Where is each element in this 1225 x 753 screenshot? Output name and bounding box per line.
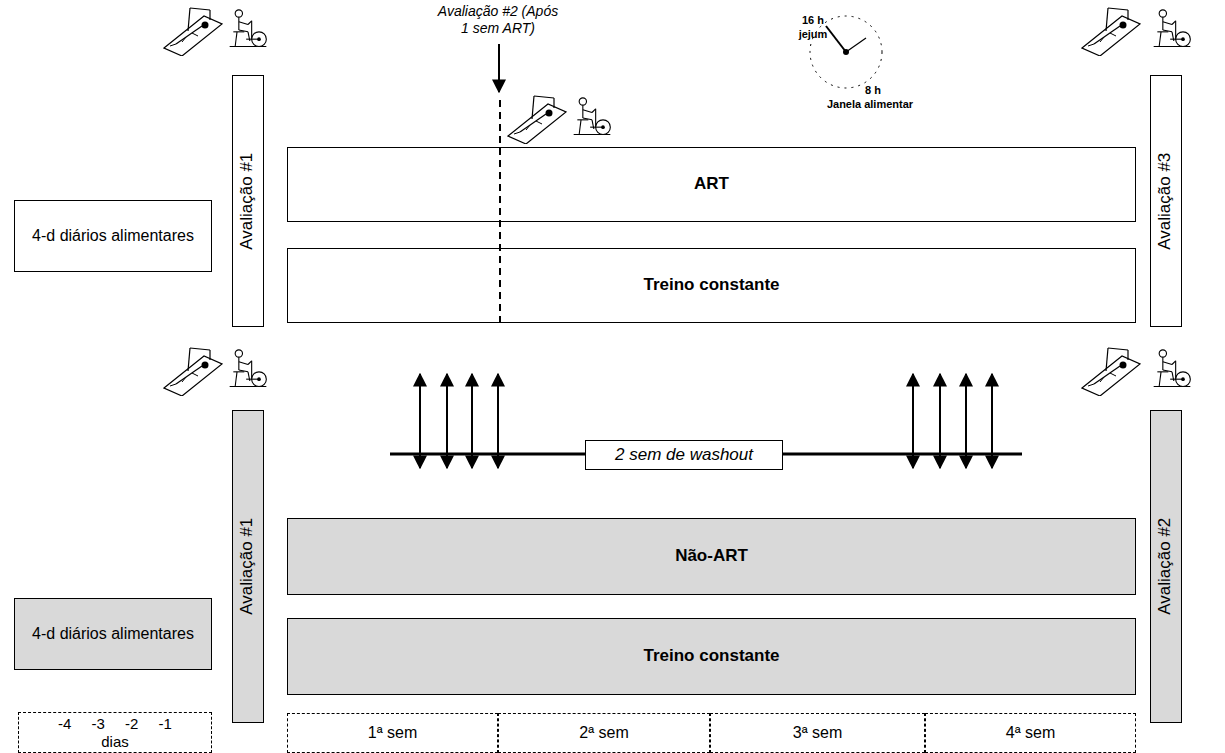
node-text: dias <box>101 733 129 751</box>
week-box: 3ª sem <box>710 713 925 753</box>
node-text: 1ª sem <box>368 723 418 742</box>
clock-label: 8 h <box>858 84 888 97</box>
training-box: Treino constante <box>287 618 1136 695</box>
node-text: Treino constante <box>643 275 779 295</box>
assessment-bar: Avaliação #1 <box>232 410 264 723</box>
node-text: -4 -3 -2 -1 <box>58 715 172 733</box>
node-text: 4ª sem <box>1006 723 1056 742</box>
node-text: Avaliação #1 <box>238 518 258 615</box>
washout-box: 2 sem de washout <box>585 440 783 470</box>
node-text: Avaliação #1 <box>238 152 258 249</box>
training-box: Treino constante <box>287 248 1136 323</box>
diary-box: 4-d diários alimentares <box>14 200 212 272</box>
node-text: Não-ART <box>675 546 748 566</box>
assessment-bar: Avaliação #2 <box>1150 410 1182 723</box>
week-box: 4ª sem <box>925 713 1136 753</box>
node-text: 4-d diários alimentares <box>32 624 194 643</box>
node-text: 2ª sem <box>579 723 629 742</box>
week-box: 2ª sem <box>498 713 710 753</box>
assessment-bar: Avaliação #3 <box>1150 75 1182 327</box>
clock-label: jejum <box>793 28 833 41</box>
node-text: 3ª sem <box>793 723 843 742</box>
node-text: Avaliação #3 <box>1156 152 1176 249</box>
assessment-bar: Avaliação #1 <box>232 75 264 327</box>
callout-label: Avaliação #2 (Após 1 sem ART) <box>436 3 560 37</box>
node-text: 2 sem de washout <box>615 445 753 465</box>
node-text: 4-d diários alimentares <box>32 226 194 245</box>
node-text: Avaliação #2 <box>1156 518 1176 615</box>
node-text: ART <box>694 174 729 194</box>
clock-label: 16 h <box>793 14 833 27</box>
condition-box: ART <box>287 147 1136 222</box>
condition-box: Não-ART <box>287 518 1136 595</box>
timeline-box: -4 -3 -2 -1dias <box>18 712 212 753</box>
week-box: 1ª sem <box>287 713 498 753</box>
node-text: Treino constante <box>643 646 779 666</box>
diary-box: 4-d diários alimentares <box>14 598 212 670</box>
clock-label: Janela alimentar <box>815 98 925 111</box>
